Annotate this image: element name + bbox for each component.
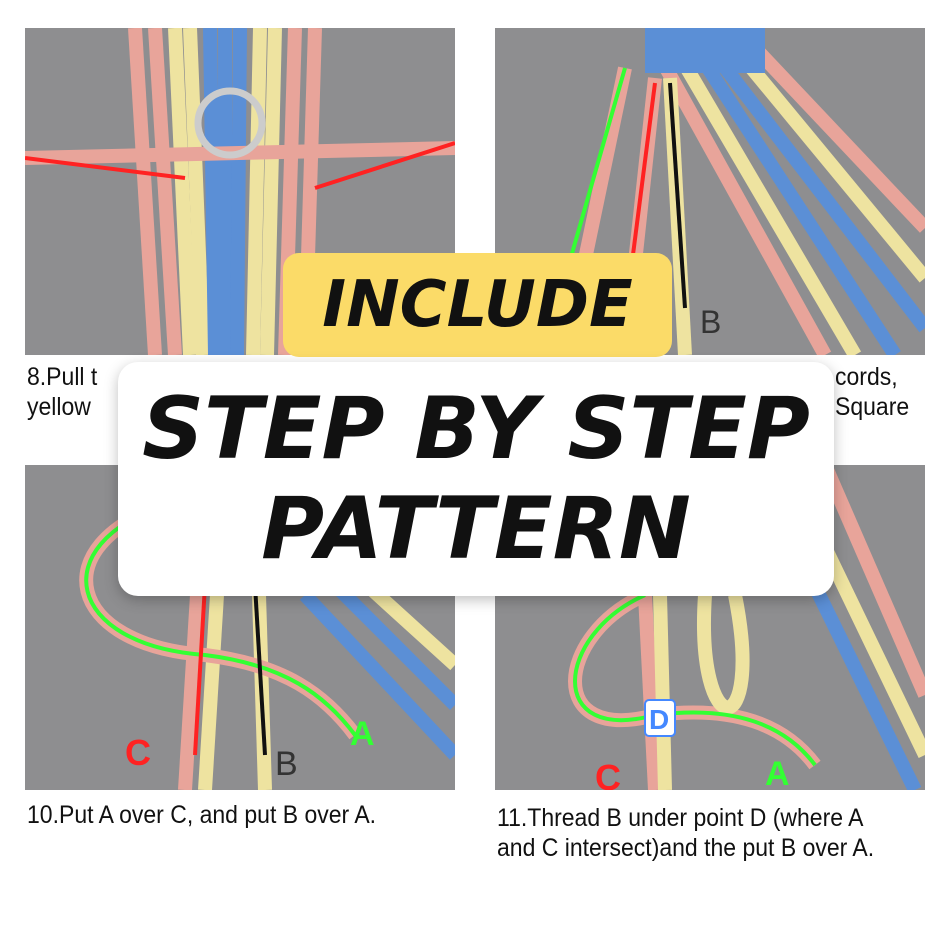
label-b: B: [700, 304, 721, 340]
step-9-photo: B: [495, 28, 925, 355]
step-11-caption: 11.Thread B under point D (where A and C…: [497, 804, 875, 862]
headline-line-2: PATTERN: [261, 479, 691, 579]
label-c: C: [125, 732, 151, 773]
badge-text: INCLUDE: [322, 268, 633, 342]
headline-card: STEP BY STEP PATTERN: [118, 362, 834, 596]
headline-line-1: STEP BY STEP: [142, 379, 810, 479]
label-c: C: [595, 757, 621, 790]
caption-line: 8.Pull t: [27, 363, 98, 391]
caption-line: Square: [835, 393, 910, 421]
step-10-caption: 10.Put A over C, and put B over A.: [27, 801, 377, 829]
caption-line: yellow: [27, 393, 91, 421]
step-8-caption: 8.Pull t yellow: [27, 362, 97, 422]
caption-line: cords,: [835, 363, 898, 391]
step-9-caption: cords, Square: [835, 362, 909, 422]
label-a: A: [350, 715, 375, 753]
include-badge: INCLUDE: [283, 253, 672, 357]
label-a: A: [765, 755, 790, 790]
label-b: B: [275, 745, 298, 783]
label-d: D: [649, 704, 669, 735]
